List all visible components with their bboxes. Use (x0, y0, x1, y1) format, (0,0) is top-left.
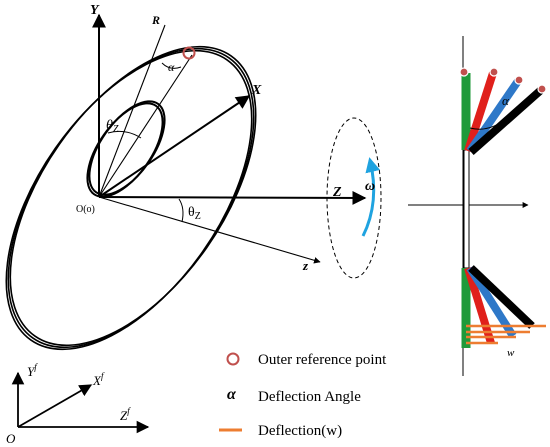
reference-point-green-icon (459, 67, 469, 77)
legend: Outer reference point α Deflection Angle… (219, 352, 387, 439)
x-axis (98, 95, 251, 198)
blade-upper-red (464, 71, 497, 153)
theta-z-lower-arc (178, 198, 184, 223)
z-axis (98, 190, 367, 205)
r-axis (98, 24, 166, 198)
legend-reference-point-icon (226, 352, 240, 366)
y-axis-label: Y (90, 3, 100, 18)
frame-z-label: Zf (120, 406, 131, 423)
x-axis-label: X (251, 83, 262, 98)
frame-x-axis (17, 384, 93, 428)
reference-point-black-icon (537, 84, 547, 94)
w-label: w (507, 347, 515, 359)
theta-z-upper-arc (107, 130, 142, 139)
reference-point-blue-icon (514, 75, 524, 85)
legend-item-deflection-w: Deflection(w) (258, 423, 342, 439)
deflection-lines (466, 324, 546, 345)
alpha-top-arc (161, 62, 182, 69)
z-lower-axis-label: z (302, 258, 309, 273)
reference-point-red-icon (489, 67, 499, 77)
omega-label: ω (365, 179, 375, 194)
legend-item-reference-point: Outer reference point (258, 352, 387, 368)
legend-alpha-symbol: α (227, 386, 237, 403)
side-view: α w (408, 36, 547, 376)
z-lower-axis (98, 196, 321, 264)
outer-rim-3 (5, 49, 253, 351)
z-axis-label: Z (332, 185, 342, 200)
rotation-indicator (326, 117, 382, 279)
rotation-ellipse (326, 117, 382, 279)
alpha-top-label: α (168, 60, 175, 74)
axes (92, 13, 367, 264)
r-axis-label: R (151, 13, 160, 27)
origin-label: O(o) (76, 204, 95, 215)
blade-upper-black (468, 87, 544, 155)
hub-shaft (463, 149, 470, 269)
frame-y-label: Yf (27, 362, 38, 379)
frame-origin-label: O (6, 431, 16, 446)
fixed-frame: O Yf Xf Zf (6, 362, 150, 446)
alpha-right-label: α (502, 93, 510, 108)
omega-arrow-icon (361, 157, 381, 237)
theta-z-upper-label: θZ (106, 118, 119, 135)
legend-item-deflection-angle: Deflection Angle (258, 389, 361, 405)
blade-lower-red (464, 266, 495, 345)
deflected-radius-line (98, 54, 193, 198)
blade-upper-blue (466, 78, 522, 154)
frame-x-label: Xf (92, 371, 105, 388)
blade-lower-black (468, 265, 535, 329)
outer-reference-point-icon (182, 46, 196, 60)
deflection-angle-arc (469, 122, 501, 130)
theta-z-lower-label: θZ (188, 205, 201, 222)
